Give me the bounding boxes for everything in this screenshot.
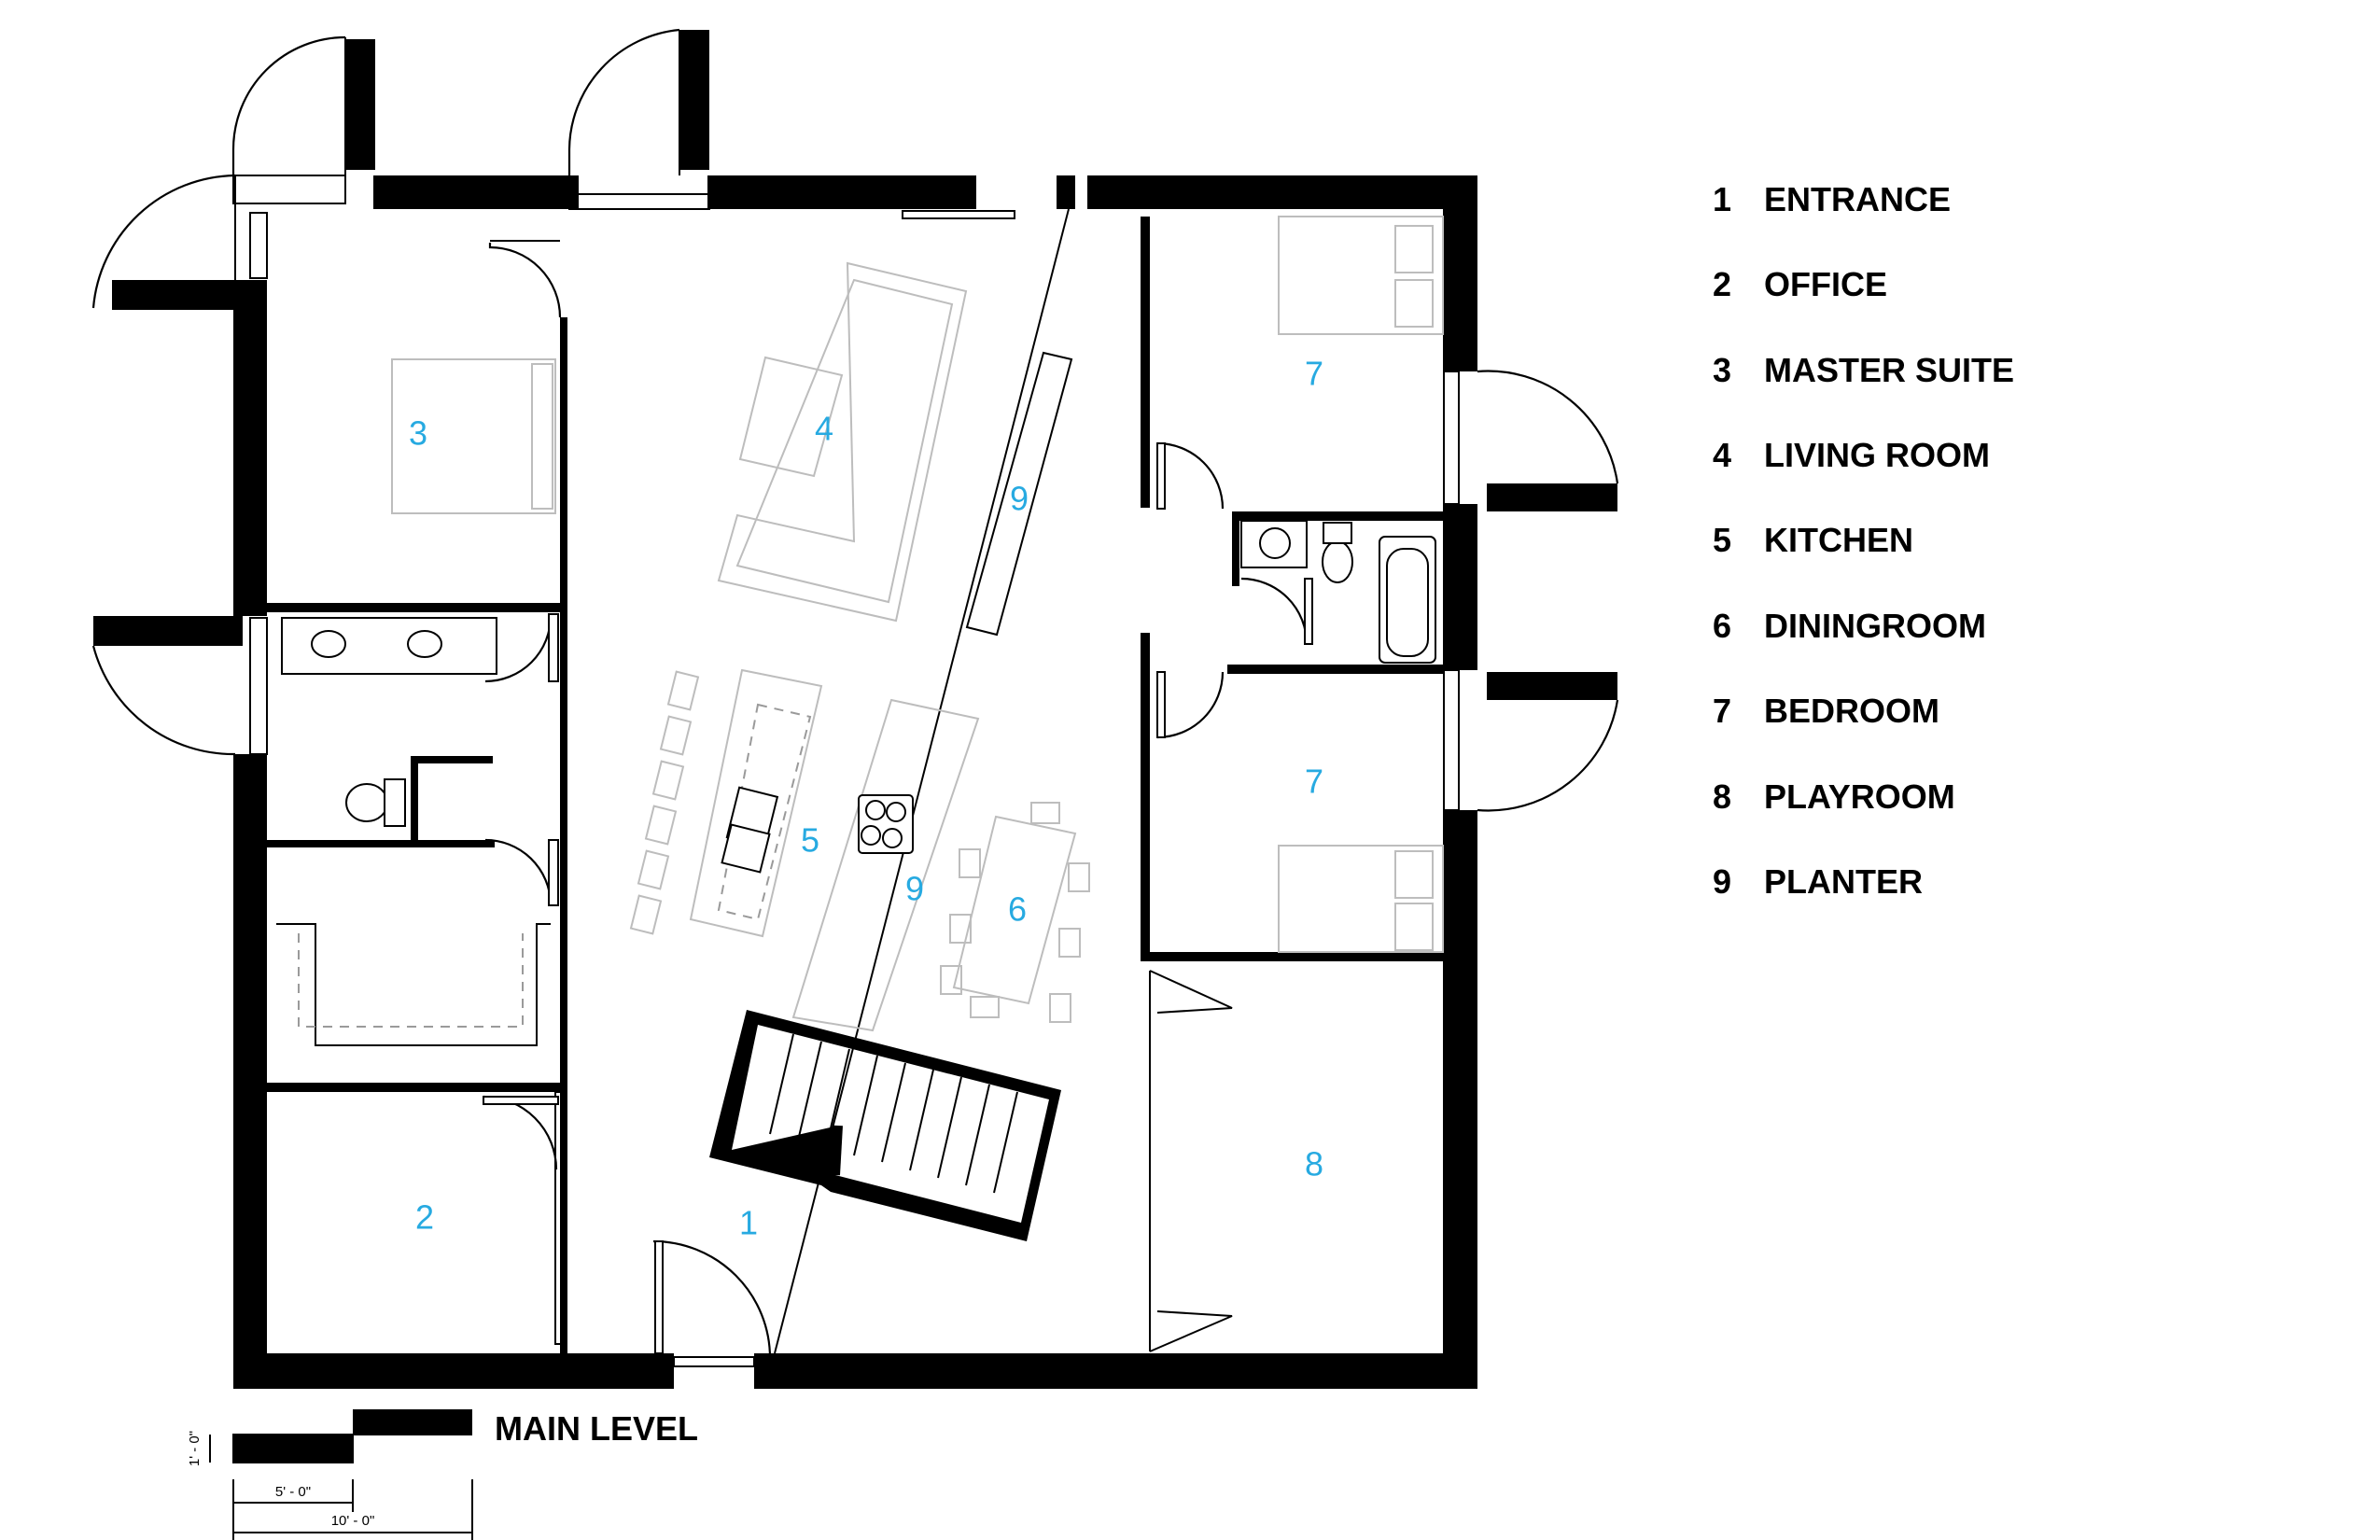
legend-name-4: LIVING ROOM — [1764, 436, 1990, 474]
room-label-bedroom-top: 7 — [1305, 355, 1323, 393]
legend-num-4: 4 — [1713, 436, 1731, 474]
room-label-master-suite: 3 — [409, 414, 427, 453]
staircase — [709, 1010, 1061, 1241]
windows — [232, 175, 1460, 1367]
legend-num-3: 3 — [1713, 351, 1731, 389]
legend-num-2: 2 — [1713, 265, 1731, 303]
room-label-diningroom: 6 — [1008, 890, 1027, 929]
scale-height-label: 1' - 0" — [187, 1431, 203, 1466]
exterior-doors — [91, 28, 1619, 812]
interior-doors — [483, 240, 1313, 1359]
furniture — [276, 216, 1444, 1046]
legend-name-7: BEDROOM — [1764, 692, 1939, 730]
scale-bar: 1' - 0" 5' - 0" 10' - 0" — [187, 1409, 473, 1540]
exterior-door-stubs — [93, 30, 1617, 700]
legend-num-9: 9 — [1713, 862, 1731, 901]
room-label-planter-lower: 9 — [905, 870, 924, 908]
legend-num-7: 7 — [1713, 692, 1731, 730]
legend-name-6: DININGROOM — [1764, 607, 1986, 645]
plan-title: MAIN LEVEL — [495, 1409, 698, 1448]
legend-name-5: KITCHEN — [1764, 521, 1913, 559]
interior-walls — [267, 217, 1445, 1353]
legend-num-1: 1 — [1713, 180, 1731, 218]
room-label-playroom: 8 — [1305, 1145, 1323, 1183]
legend-num-6: 6 — [1713, 607, 1731, 645]
room-label-office: 2 — [415, 1198, 434, 1237]
room-label-kitchen: 5 — [801, 821, 819, 860]
planter-walls — [774, 208, 1073, 1354]
scale-short-label: 5' - 0" — [275, 1484, 311, 1500]
legend: 1 ENTRANCE 2 OFFICE 3 MASTER SUITE 4 LIV… — [1713, 180, 2014, 901]
legend-name-3: MASTER SUITE — [1764, 351, 2014, 389]
legend-name-1: ENTRANCE — [1764, 180, 1951, 218]
legend-name-9: PLANTER — [1764, 862, 1923, 901]
room-label-bedroom-bottom: 7 — [1305, 763, 1323, 801]
exterior-walls — [233, 175, 1477, 1389]
legend-num-8: 8 — [1713, 777, 1731, 816]
legend-name-8: PLAYROOM — [1764, 777, 1955, 816]
scale-long-label: 10' - 0" — [331, 1513, 375, 1529]
room-label-planter-upper: 9 — [1010, 480, 1029, 518]
room-label-entrance: 1 — [739, 1204, 758, 1242]
room-label-living-room: 4 — [815, 410, 833, 448]
legend-num-5: 5 — [1713, 521, 1731, 559]
legend-name-2: OFFICE — [1764, 265, 1887, 303]
room-numbers: 1 2 3 4 5 6 7 7 8 9 9 — [409, 355, 1323, 1242]
